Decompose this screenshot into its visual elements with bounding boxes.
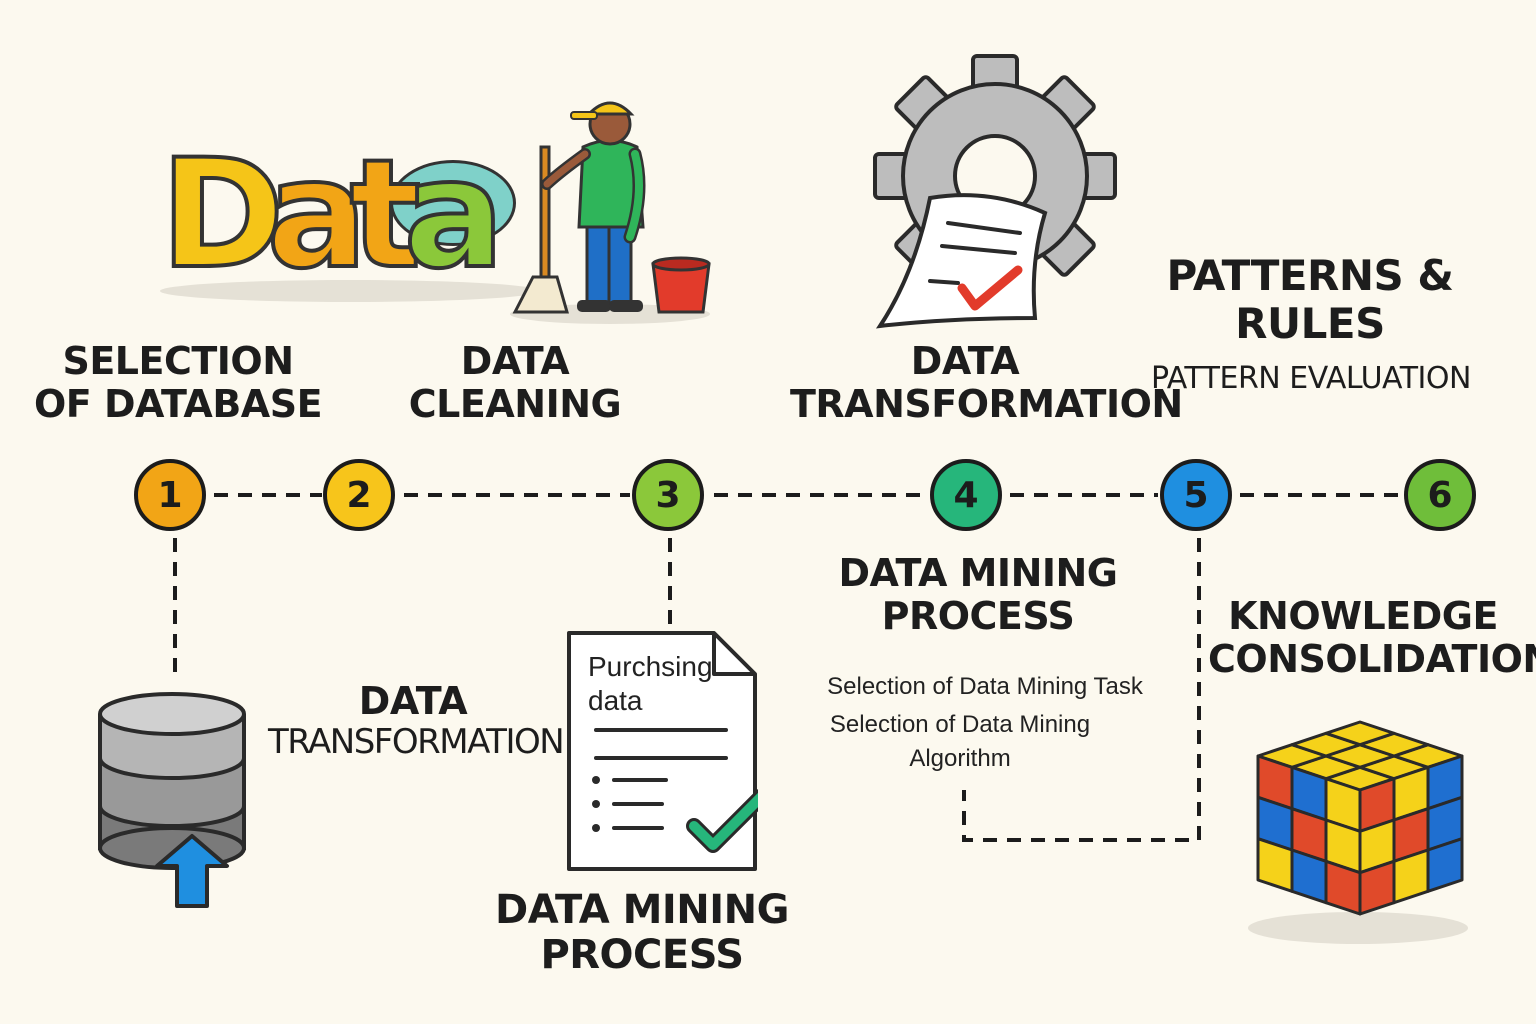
label-transformation-bottom-line-1: DATA <box>358 679 468 723</box>
label-mining-bottom-line-2: PROCESS <box>540 931 744 978</box>
label-selection-line-2: OF DATABASE <box>33 381 323 426</box>
step-5-number: 5 <box>1183 474 1209 516</box>
step-6-number: 6 <box>1427 474 1453 516</box>
label-patterns-rules: PATTERNS & RULES <box>1150 251 1470 349</box>
upload-arrow-icon <box>155 834 229 908</box>
broom-icon <box>512 145 569 314</box>
step-1-circle: 1 <box>134 459 206 531</box>
label-patterns-line-1: PATTERNS & <box>1166 251 1454 300</box>
label-cleaning-line-2: CLEANING <box>408 381 622 426</box>
document-title-line-1: Purchsing <box>588 651 713 682</box>
data-logo-letter-1: D <box>158 128 286 302</box>
label-transformation-top-line-2: TRANSFORMATION <box>790 381 1183 426</box>
data-logo-icon: Data <box>150 138 540 310</box>
mining-algorithm-text: Selection of Data Mining Algorithm <box>800 708 1120 775</box>
data-logo-letter-4: a <box>401 128 506 302</box>
label-patterns-line-2: RULES <box>1235 299 1385 349</box>
label-mining-mid-line-2: PROCESS <box>881 593 1075 638</box>
mining-algorithm-line-2: Algorithm <box>909 744 1011 772</box>
label-data-transformation-bottom: DATA TRANSFORMATION <box>268 679 565 762</box>
document-icon: Purchsing data <box>566 630 758 872</box>
label-transformation-top-line-1: DATA <box>910 339 1020 383</box>
checklist-icon <box>875 193 1048 329</box>
label-data-cleaning: DATA CLEANING <box>380 340 650 425</box>
label-selection-of-database: SELECTION OF DATABASE <box>28 340 328 425</box>
label-selection-line-1: SELECTION <box>62 339 294 383</box>
bucket-icon <box>651 256 711 314</box>
step-5-circle: 5 <box>1160 459 1232 531</box>
cube-top-sticker <box>1324 720 1396 747</box>
gear-icon <box>873 54 1117 329</box>
label-data-mining-process-bottom: DATA MINING PROCESS <box>492 888 792 978</box>
label-mining-mid-line-1: DATA MINING <box>838 551 1119 595</box>
step-3-number: 3 <box>655 474 681 516</box>
cube-right-sticker <box>1426 837 1464 893</box>
rubiks-cube-icon <box>1248 720 1468 944</box>
data-logo-letter-2: a <box>265 128 370 302</box>
connector-5-mining-text <box>962 538 1201 842</box>
label-data-transformation-top: DATA TRANSFORMATION <box>790 339 1183 426</box>
label-mining-bottom-line-1: DATA MINING <box>495 887 789 933</box>
janitor-icon <box>510 101 711 324</box>
step-4-number: 4 <box>953 474 979 516</box>
step-4-circle: 4 <box>930 459 1002 531</box>
label-pattern-evaluation: PATTERN EVALUATION <box>1151 361 1471 396</box>
step-2-circle: 2 <box>323 459 395 531</box>
label-transformation-bottom-line-2: TRANSFORMATION <box>268 721 565 762</box>
label-knowledge-line-2: CONSOLIDATION <box>1208 636 1536 681</box>
mining-task-text: Selection of Data Mining Task <box>827 673 1143 700</box>
mining-algorithm-line-1: Selection of Data Mining <box>829 711 1091 738</box>
step-3-circle: 3 <box>632 459 704 531</box>
cube-left-sticker <box>1256 837 1294 893</box>
step-2-number: 2 <box>346 474 372 516</box>
label-data-mining-process-mid: DATA MINING PROCESS <box>838 551 1119 638</box>
step-6-circle: 6 <box>1404 459 1476 531</box>
step-1-number: 1 <box>157 474 183 516</box>
document-title: Purchsing data <box>588 650 713 718</box>
label-knowledge-line-1: KNOWLEDGE <box>1228 594 1498 638</box>
document-title-line-2: data <box>588 685 643 716</box>
database-icon <box>98 692 246 908</box>
data-logo-letter-3: t <box>348 128 424 302</box>
label-knowledge-consolidation: KNOWLEDGE CONSOLIDATION <box>1208 594 1536 681</box>
label-cleaning-line-1: DATA <box>460 339 570 383</box>
